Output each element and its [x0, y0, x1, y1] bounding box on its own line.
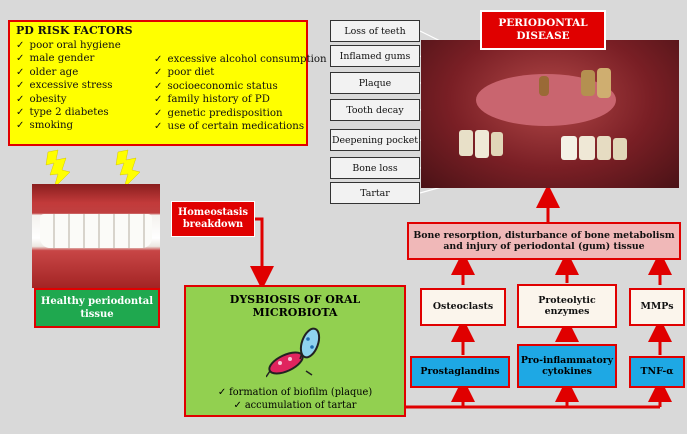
list-item: male gender [16, 52, 121, 65]
list-item: use of certain medications [154, 120, 327, 133]
tag-inflamed-gums: Inflamed gums [330, 45, 420, 67]
list-item: older age [16, 66, 121, 79]
lightning-icon [46, 150, 140, 188]
list-item: socioeconomic status [154, 80, 327, 93]
list-item: smoking [16, 119, 121, 132]
tag-deepening-pocket: Deepening pocket [330, 129, 420, 151]
mmps-box: MMPs [629, 288, 685, 326]
list-item: family history of PD [154, 93, 327, 106]
risk-factors-list-2: excessive alcohol consumption poor diet … [154, 53, 327, 133]
list-item: excessive alcohol consumption [154, 53, 327, 66]
bullet-text: formation of biofilm (plaque) [229, 387, 372, 398]
tag-tartar: Tartar [330, 182, 420, 204]
proteolytic-enzymes-box: Proteolytic enzymes [517, 284, 617, 328]
list-item: obesity [16, 93, 121, 106]
tag-loss-of-teeth: Loss of teeth [330, 20, 420, 42]
osteoclasts-box: Osteoclasts [420, 288, 506, 326]
periodontal-disease-title: PERIODONTAL DISEASE [480, 10, 606, 50]
bullet-text: accumulation of tartar [245, 400, 357, 411]
tag-plaque: Plaque [330, 72, 420, 94]
dysbiosis-title: DYSBIOSIS OF ORAL MICROBIOTA [186, 293, 404, 319]
list-item: excessive stress [16, 79, 121, 92]
dysbiosis-box: DYSBIOSIS OF ORAL MICROBIOTA ✓ formation… [184, 285, 406, 417]
risk-factors-list-1: poor oral hygiene male gender older age … [16, 39, 121, 133]
dysbiosis-bullet-1: ✓ formation of biofilm (plaque) [186, 387, 404, 398]
tnf-alpha-box: TNF-α [629, 356, 685, 388]
outcome-box: Bone resorption, disturbance of bone met… [407, 222, 681, 260]
healthy-teeth-image [32, 184, 160, 288]
prostaglandins-box: Prostaglandins [410, 356, 510, 388]
cytokines-box: Pro-inflammatory cytokines [517, 344, 617, 388]
risk-factors-title: PD RISK FACTORS [16, 24, 300, 37]
diseased-teeth-illustration [421, 40, 679, 188]
tag-tooth-decay: Tooth decay [330, 99, 420, 121]
bacteria-icon [266, 323, 328, 381]
tag-bone-loss: Bone loss [330, 157, 420, 179]
list-item: type 2 diabetes [16, 106, 121, 119]
list-item: genetic predisposition [154, 107, 327, 120]
list-item: poor oral hygiene [16, 39, 121, 52]
risk-factors-box: PD RISK FACTORS poor oral hygiene male g… [8, 20, 308, 146]
homeostasis-breakdown-label: Homeostasis breakdown [171, 201, 255, 237]
teeth-illustration [40, 214, 152, 248]
list-item: poor diet [154, 66, 327, 79]
healthy-tissue-label: Healthy periodontal tissue [34, 288, 160, 328]
dysbiosis-bullet-2: ✓ accumulation of tartar [186, 400, 404, 411]
diseased-teeth-image [421, 40, 679, 188]
